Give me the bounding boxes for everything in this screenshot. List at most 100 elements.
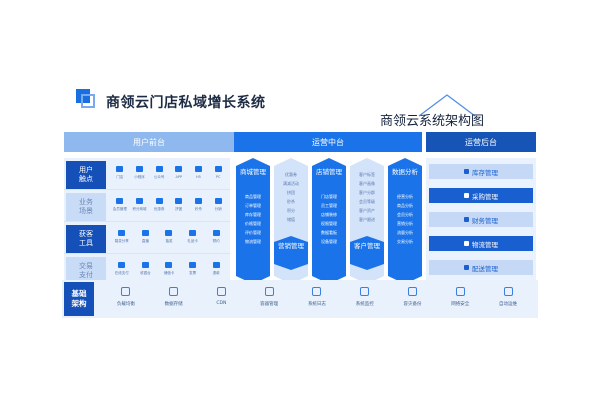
web-icon bbox=[194, 166, 202, 172]
infra-item[interactable]: 数据存储 bbox=[154, 284, 194, 314]
column-item[interactable]: 秒杀 bbox=[287, 199, 295, 204]
column-item[interactable]: 满减活动 bbox=[283, 181, 299, 186]
store-icon bbox=[116, 166, 124, 172]
infra-item[interactable]: 负载均衡 bbox=[106, 284, 146, 314]
front-item[interactable]: H5 bbox=[189, 163, 208, 189]
column-item[interactable]: 会员等级 bbox=[359, 199, 375, 204]
column-item[interactable]: 储值 bbox=[287, 217, 295, 222]
column-item[interactable]: 流量分析 bbox=[397, 230, 413, 235]
infra-caption: 网络安全 bbox=[451, 302, 470, 307]
infra-item[interactable]: 网络安全 bbox=[440, 284, 480, 314]
pay-icon bbox=[118, 262, 126, 268]
column-item[interactable]: 店铺装修 bbox=[321, 212, 337, 217]
column-item[interactable]: 门店管理 bbox=[321, 194, 337, 199]
back-item[interactable]: 采购管理 bbox=[429, 188, 533, 203]
front-item-caption: 小程序 bbox=[134, 175, 145, 179]
front-item-caption: 分销 bbox=[214, 207, 222, 211]
column-items: 商品管理订单管理库存管理价格管理评价管理物流管理 bbox=[236, 192, 270, 246]
column-item[interactable]: 营销分析 bbox=[397, 221, 413, 226]
column-item[interactable]: 评价管理 bbox=[245, 230, 261, 235]
column-item[interactable]: 客户标签 bbox=[359, 172, 375, 177]
front-item[interactable]: 秒杀 bbox=[189, 195, 208, 221]
infra-item[interactable]: 自动运维 bbox=[488, 284, 528, 314]
column-item[interactable]: 拼团 bbox=[287, 190, 295, 195]
column-item[interactable]: 库存管理 bbox=[245, 212, 261, 217]
cdn-icon bbox=[216, 287, 226, 296]
back-item[interactable]: 配送管理 bbox=[429, 260, 533, 275]
front-item-caption: 公众号 bbox=[153, 175, 165, 179]
storage-icon bbox=[169, 287, 179, 296]
column-item[interactable]: 会员分析 bbox=[397, 212, 413, 217]
column-item[interactable]: 客户分群 bbox=[359, 190, 375, 195]
column-item[interactable]: 客户跟进 bbox=[359, 217, 375, 222]
middle-column: 数据分析经营分析商品分析会员分析营销分析流量分析交易分析 bbox=[388, 158, 422, 284]
column-item[interactable]: 设备管理 bbox=[321, 239, 337, 244]
infra-caption: 系统监控 bbox=[355, 302, 374, 307]
front-item[interactable]: 优惠券 bbox=[150, 195, 169, 221]
column-hexagon bbox=[236, 158, 270, 284]
column-item[interactable]: 权限管理 bbox=[321, 221, 337, 226]
column-item[interactable]: 订单管理 bbox=[245, 203, 261, 208]
front-item[interactable]: 在线支付 bbox=[112, 259, 131, 285]
column-item[interactable]: 价格管理 bbox=[245, 221, 261, 226]
mail-icon bbox=[264, 287, 274, 296]
infra-item[interactable]: 系统监控 bbox=[345, 284, 385, 314]
column-item[interactable]: 交易分析 bbox=[397, 239, 413, 244]
infra-caption: 自动运维 bbox=[499, 302, 517, 307]
front-item[interactable]: 预约 bbox=[207, 227, 226, 253]
back-item[interactable]: 库存管理 bbox=[429, 164, 533, 179]
front-item[interactable]: 积分商城 bbox=[130, 195, 149, 221]
column-item[interactable]: 物流管理 bbox=[245, 239, 261, 244]
wallet-icon bbox=[165, 262, 173, 268]
front-item[interactable]: PC bbox=[209, 163, 228, 189]
share-icon bbox=[118, 230, 126, 236]
back-item-icon bbox=[464, 217, 469, 222]
front-item[interactable]: 裂变分享 bbox=[112, 227, 131, 253]
column-item[interactable]: 数据看板 bbox=[321, 230, 337, 235]
front-item-caption: PC bbox=[215, 175, 221, 179]
page-title: 商领云门店私域增长系统 bbox=[106, 95, 266, 111]
infra-item[interactable]: 容器管理 bbox=[249, 284, 289, 314]
front-item[interactable]: 礼品卡 bbox=[183, 227, 202, 253]
column-item[interactable]: 商品管理 bbox=[245, 194, 261, 199]
front-item[interactable]: 会员管理 bbox=[110, 195, 129, 221]
infra-item[interactable]: CDN bbox=[201, 284, 241, 314]
front-item[interactable]: 小程序 bbox=[130, 163, 149, 189]
front-item[interactable]: 储值卡 bbox=[159, 259, 178, 285]
roof-icon bbox=[418, 94, 476, 117]
distribute-icon bbox=[214, 198, 222, 204]
front-item[interactable]: 抽奖 bbox=[159, 227, 178, 253]
front-item[interactable]: 公众号 bbox=[150, 163, 169, 189]
front-item[interactable]: 拼团 bbox=[169, 195, 188, 221]
front-item-caption: APP bbox=[175, 175, 183, 179]
middle-column: 店铺管理门店管理员工管理店铺装修权限管理数据看板设备管理 bbox=[312, 158, 346, 284]
column-item[interactable]: 商品分析 bbox=[397, 203, 413, 208]
infra-item[interactable]: 容灾备份 bbox=[392, 284, 432, 314]
column-item[interactable]: 客户资产 bbox=[359, 208, 375, 213]
back-item[interactable]: 物流管理 bbox=[429, 236, 533, 251]
column-hexagon bbox=[274, 158, 308, 284]
security-icon bbox=[455, 287, 465, 296]
column-item[interactable]: 经营分析 bbox=[397, 194, 413, 199]
front-item[interactable]: 门店 bbox=[110, 163, 129, 189]
column-item[interactable]: 积分 bbox=[287, 208, 295, 213]
front-item[interactable]: APP bbox=[169, 163, 188, 189]
infra-item[interactable]: 系统日志 bbox=[297, 284, 337, 314]
front-row-label: 业务场景 bbox=[66, 193, 106, 221]
front-item[interactable]: 收银台 bbox=[136, 259, 155, 285]
back-item-label: 配送管理 bbox=[472, 264, 498, 273]
front-item[interactable]: 退款 bbox=[207, 259, 226, 285]
column-item[interactable]: 客户画像 bbox=[359, 181, 375, 186]
front-item-caption: 发票 bbox=[189, 271, 197, 275]
front-item[interactable]: 直播 bbox=[136, 227, 155, 253]
front-row: 获客工具裂变分享直播抽奖礼品卡预约 bbox=[64, 224, 230, 254]
front-item[interactable]: 分销 bbox=[209, 195, 228, 221]
back-item[interactable]: 财务管理 bbox=[429, 212, 533, 227]
front-item[interactable]: 发票 bbox=[183, 259, 202, 285]
front-item-caption: 退款 bbox=[212, 271, 220, 275]
column-item[interactable]: 员工管理 bbox=[321, 203, 337, 208]
infra-caption: CDN bbox=[216, 301, 227, 306]
column-item[interactable]: 优惠券 bbox=[285, 172, 297, 177]
infra-caption: 容器管理 bbox=[260, 302, 279, 307]
